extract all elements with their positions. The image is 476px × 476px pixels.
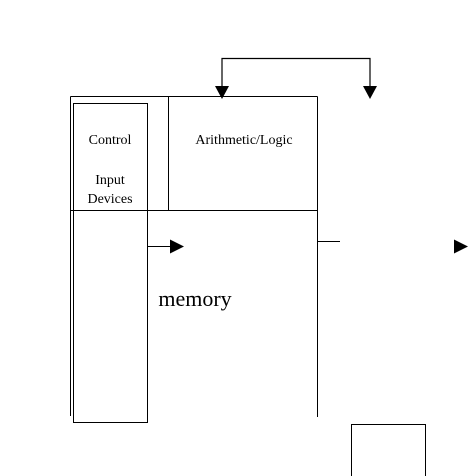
top-connector-line: [221, 57, 371, 86]
memory-label: memory: [158, 286, 232, 311]
control-label: Control: [88, 133, 132, 148]
bottom-right-box: [351, 424, 426, 476]
control-input-box: [73, 103, 148, 423]
devices-label: Devices: [87, 192, 133, 207]
arrowhead-right-output: [454, 239, 468, 254]
arithmetic-logic-label: Arithmetic/Logic: [195, 133, 293, 148]
input-label: Input: [95, 173, 125, 188]
arrowhead-down-alu: [215, 86, 229, 99]
arrowhead-right-memory: [170, 239, 184, 254]
arrowhead-down-right: [363, 86, 377, 99]
